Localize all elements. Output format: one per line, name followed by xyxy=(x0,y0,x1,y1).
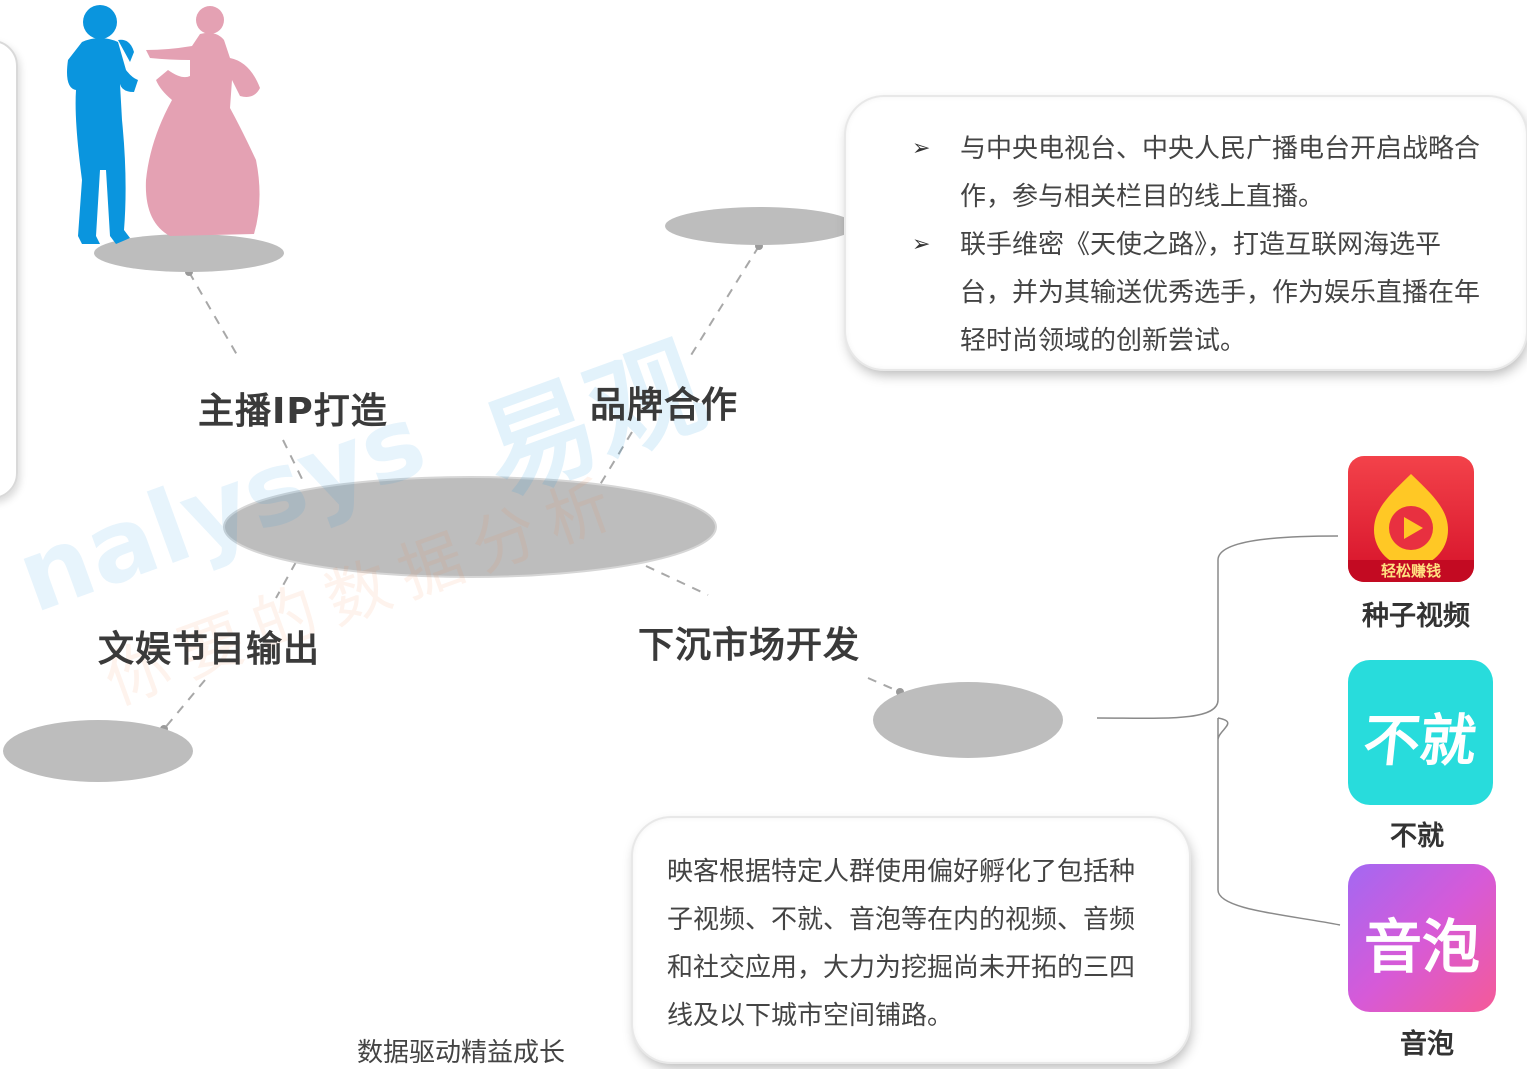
app-icon-caption: 轻松赚钱 xyxy=(1380,562,1441,580)
connector-entertainment xyxy=(275,561,297,599)
brand-node-ellipse xyxy=(665,207,855,245)
bujiu-logo-icon: 不就 xyxy=(1360,709,1480,774)
entertainment-node-ellipse xyxy=(3,720,193,782)
list-item: ➢与中央电视台、中央人民广播电台开启战略合作，参与相关栏目的线上直播。 xyxy=(912,125,1480,221)
lower-market-text: 映客根据特定人群使用偏好孵化了包括种子视频、不就、音泡等在内的视频、音频和社交应… xyxy=(667,857,1136,1031)
brand-cooperation-card: ➢与中央电视台、中央人民广播电台开启战略合作，参与相关栏目的线上直播。 ➢联手维… xyxy=(846,97,1526,369)
footer-slogan: 数据驱动精益成长 xyxy=(357,1038,566,1068)
ip-node-ellipse xyxy=(94,234,284,272)
node-label-brand: 品牌合作 xyxy=(590,385,739,426)
yinpao-logo-icon: 音泡 xyxy=(1363,913,1480,981)
app-icon-zhongzi: 轻松赚钱 xyxy=(1348,456,1474,582)
arrow-bullet-icon: ➢ xyxy=(912,232,931,257)
arrow-bullet-icon: ➢ xyxy=(912,136,931,161)
list-item: ➢联手维密《天使之路》，打造互联网海选平台，并为其输送优秀选手，作为娱乐直播在年… xyxy=(912,221,1480,365)
lower-market-card: 映客根据特定人群使用偏好孵化了包括种子视频、不就、音泡等在内的视频、音频和社交应… xyxy=(633,818,1189,1062)
apps-bracket xyxy=(1096,535,1341,926)
woman-silhouette xyxy=(145,6,260,236)
app-name-zhongzi: 种子视频 xyxy=(1362,601,1470,632)
connector-ip-lower xyxy=(282,439,306,486)
man-silhouette xyxy=(67,5,138,244)
app-icon-yinpao: 音泡 xyxy=(1348,864,1496,1012)
connector-brand-lower xyxy=(597,431,633,489)
node-label-ip: 主播IP打造 xyxy=(198,391,388,432)
node-label-entertainment: 文娱节目输出 xyxy=(98,629,321,670)
app-icon-bujiu: 不就 xyxy=(1348,660,1493,805)
play-icon xyxy=(1348,474,1474,582)
brand-cooperation-list: ➢与中央电视台、中央人民广播电台开启战略合作，参与相关栏目的线上直播。 ➢联手维… xyxy=(912,125,1480,365)
connector-brand xyxy=(687,245,760,361)
app-name-yinpao: 音泡 xyxy=(1400,1029,1454,1060)
connector-ip xyxy=(188,271,241,361)
app-name-bujiu: 不就 xyxy=(1390,821,1444,852)
center-node-ellipse xyxy=(223,476,717,578)
node-label-lower-market: 下沉市场开发 xyxy=(638,625,861,666)
connector-entertainment-lower xyxy=(163,679,206,730)
connector-market xyxy=(645,565,709,596)
market-node-ellipse xyxy=(873,682,1063,758)
couple-silhouette-icon xyxy=(67,5,260,244)
connector-market-lower xyxy=(867,677,901,693)
